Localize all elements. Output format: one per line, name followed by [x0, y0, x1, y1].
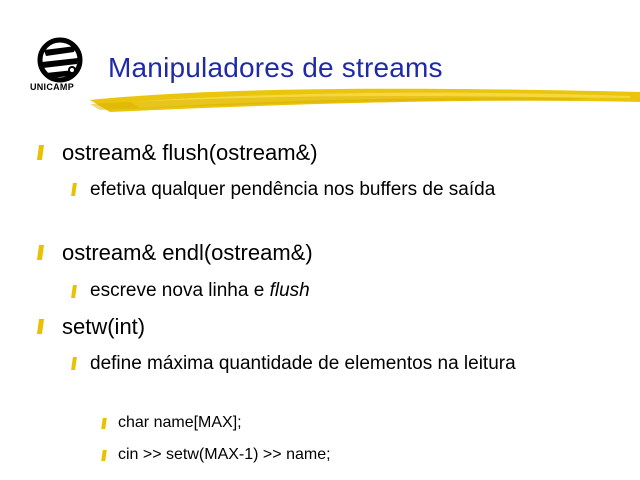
logo-text: UNICAMP	[29, 82, 75, 92]
yellow-bar-bullet-icon	[71, 285, 77, 298]
yellow-bar-bullet-icon	[36, 319, 45, 334]
bullet-text: setw(int)	[62, 314, 146, 339]
sub-bullet-text: efetiva qualquer pendência nos buffers d…	[90, 179, 496, 200]
page-title: Manipuladores de streams	[108, 52, 443, 83]
yellow-bar-bullet-icon	[36, 245, 45, 260]
yellow-bar-bullet-icon	[101, 450, 107, 461]
title-underline-brushstroke	[90, 88, 640, 112]
unicamp-logo-icon	[37, 37, 83, 83]
sub-bullet-text: escreve nova linha e flush	[90, 280, 310, 302]
yellow-bar-bullet-icon	[71, 183, 77, 196]
bullet-text: ostream& flush(ostream&)	[62, 140, 318, 165]
sub-bullet-text-prefix: escreve nova linha e	[90, 280, 270, 301]
code-line: cin >> setw(MAX-1) >> name;	[118, 446, 331, 463]
sub-bullet-text: define máxima quantidade de elementos na…	[90, 353, 516, 374]
yellow-bar-bullet-icon	[71, 357, 77, 370]
bullet-text: ostream& endl(ostream&)	[62, 240, 313, 265]
code-line: char name[MAX];	[118, 414, 242, 431]
yellow-bar-bullet-icon	[101, 418, 107, 429]
sub-bullet-text-emphasis: flush	[269, 280, 310, 301]
yellow-bar-bullet-icon	[36, 145, 45, 160]
